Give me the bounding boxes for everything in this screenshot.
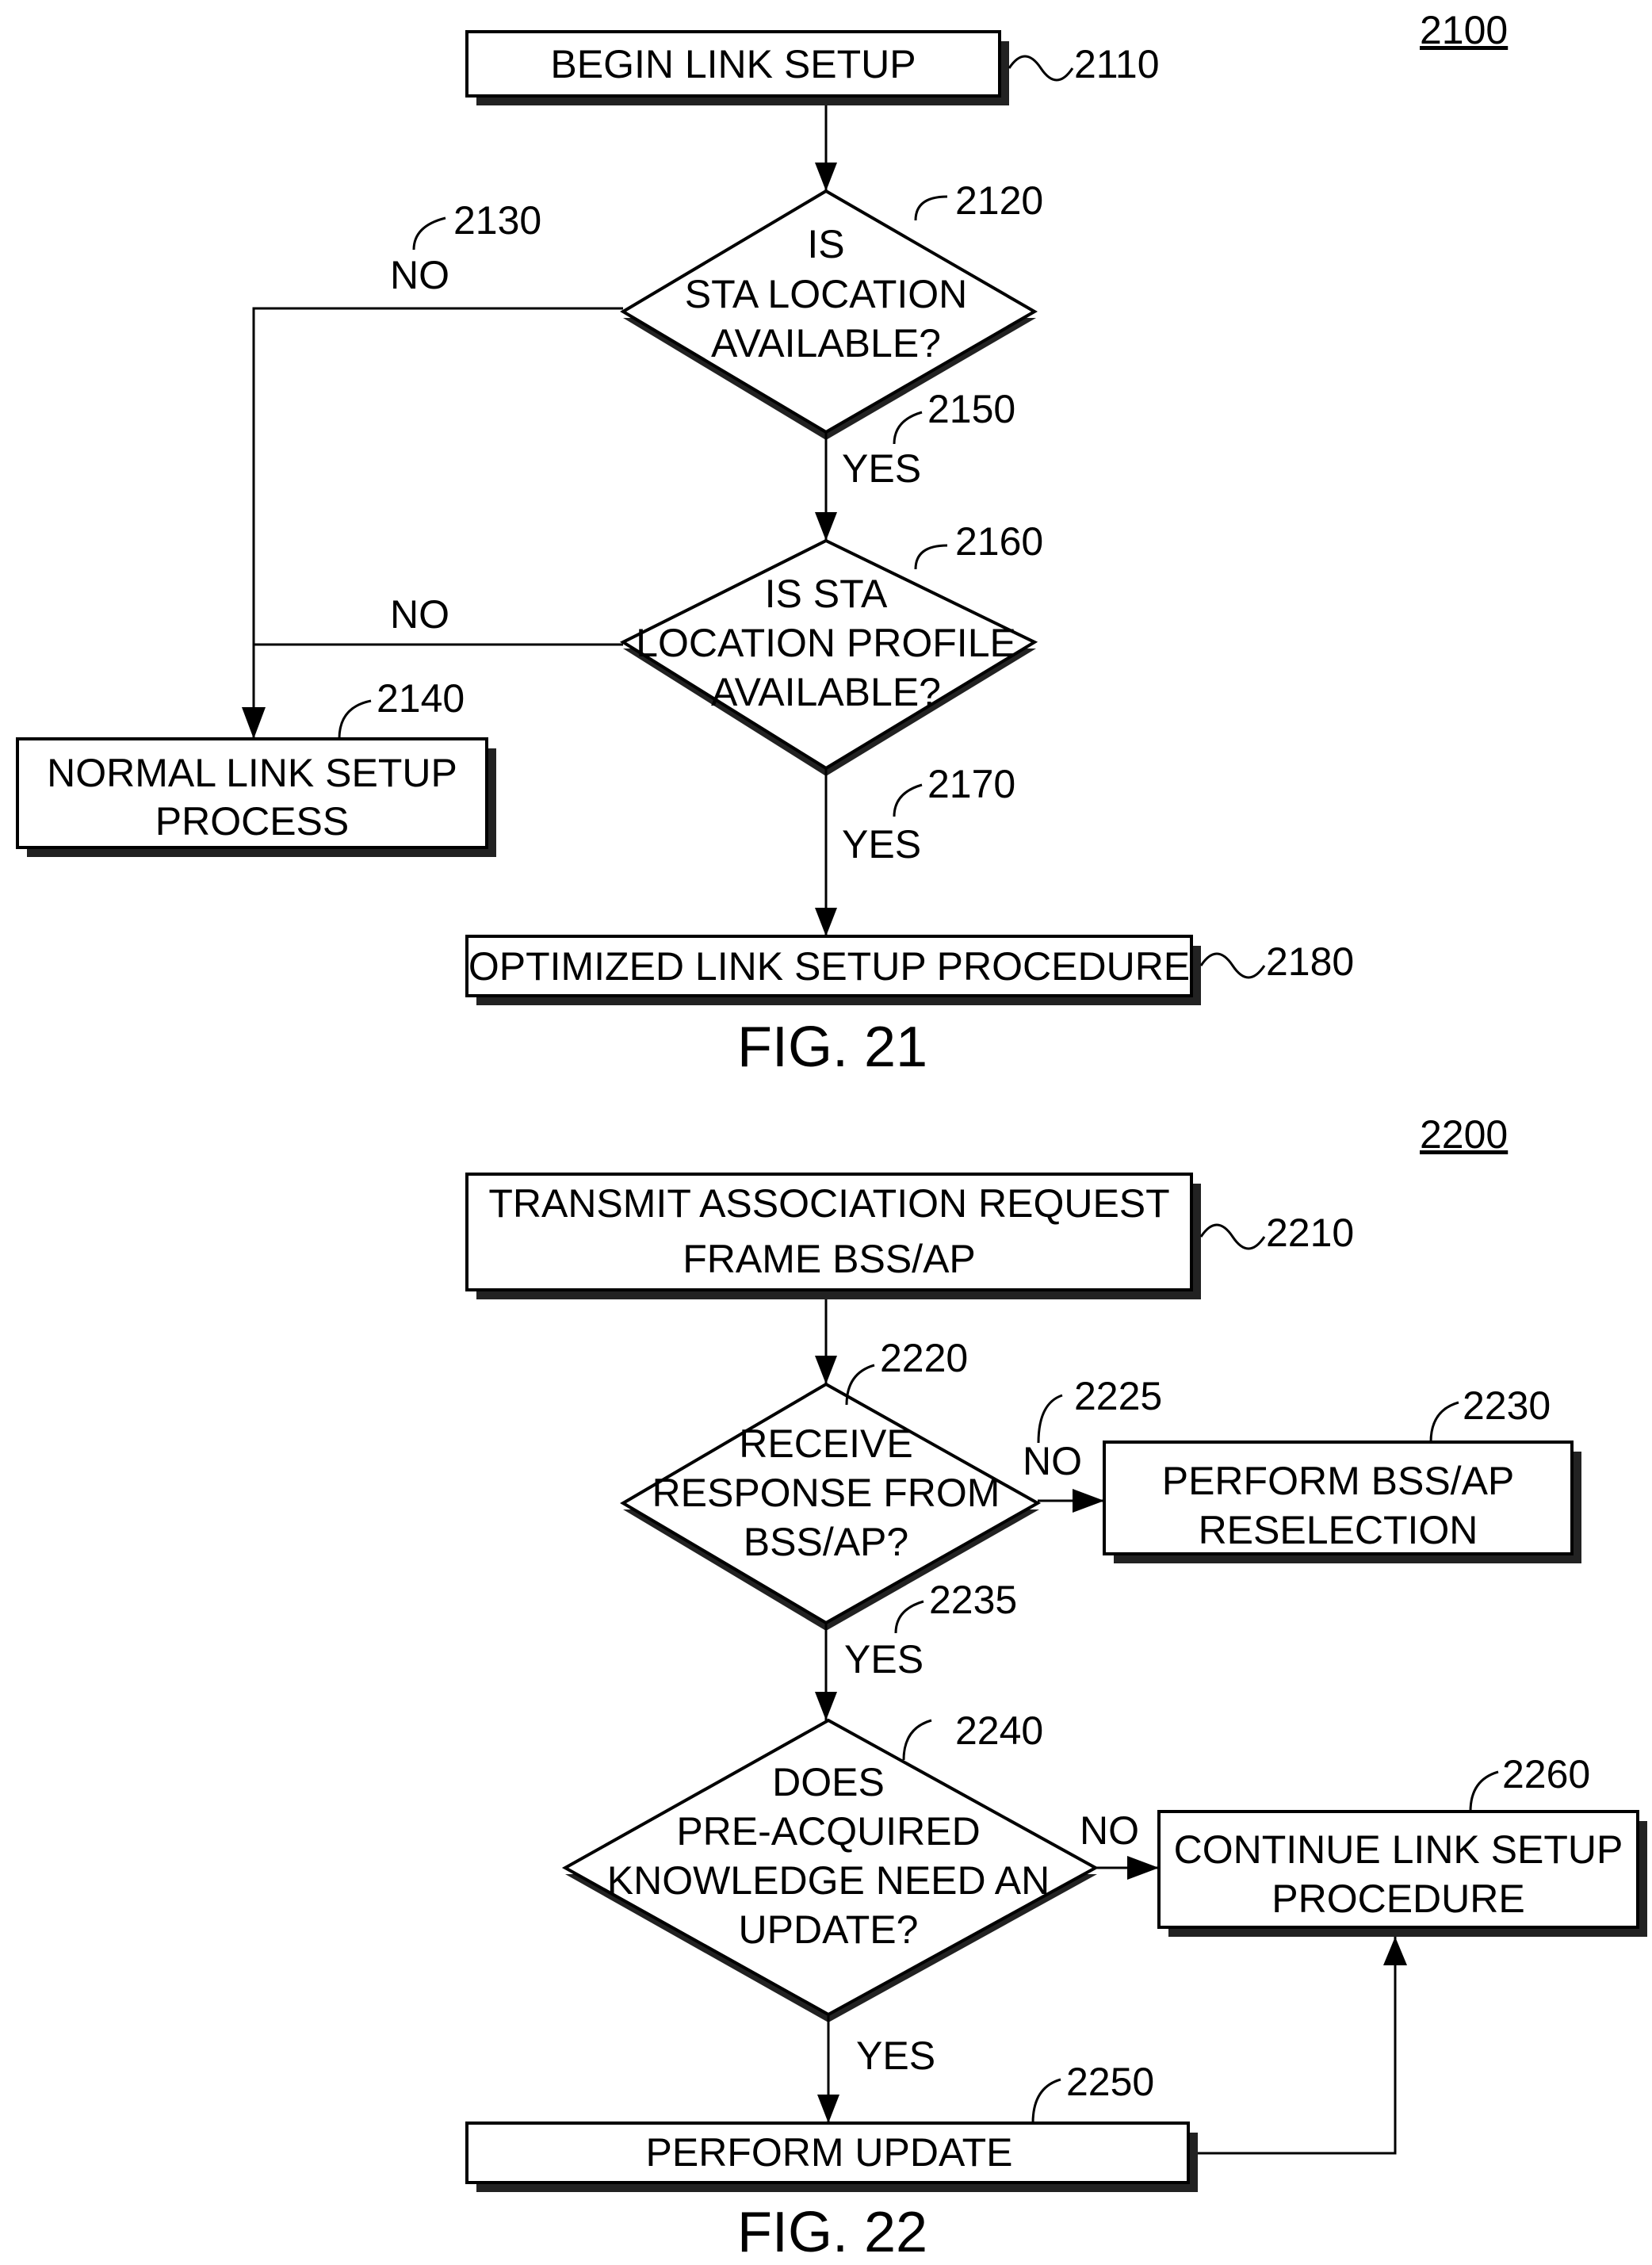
node-label-line: IS — [807, 222, 844, 266]
edge-label-no: NO — [1023, 1439, 1082, 1483]
node-perform-update: PERFORM UPDATE 2250 — [467, 2060, 1198, 2192]
node-label-line: BSS/AP? — [744, 1520, 908, 1564]
figure-ref-2100: 2100 — [1420, 8, 1508, 52]
leader-curve — [916, 197, 947, 220]
node-label-line: DOES — [772, 1760, 885, 1804]
arrowhead — [815, 908, 837, 936]
edge-d1-no — [254, 308, 623, 739]
leader-curve — [916, 545, 947, 569]
leader-curve — [896, 1601, 924, 1633]
arrowhead — [1383, 1937, 1407, 1965]
node-perform-bss-ap-reselection: PERFORM BSS/AP RESELECTION 2230 — [1104, 1383, 1581, 1563]
ref-2130: 2130 — [453, 198, 541, 243]
leader-curve — [1431, 1402, 1459, 1442]
leader-curve — [1470, 1772, 1498, 1812]
node-label-line: PROCESS — [155, 799, 350, 844]
node-label-line: PROCEDURE — [1272, 1877, 1524, 1921]
figure-21: 2100 BEGIN LINK SETUP 2110 IS STA LOCATI… — [17, 8, 1508, 1079]
leader-curve — [414, 218, 446, 250]
arrowhead — [815, 1356, 837, 1384]
node-label-line: LOCATION PROFILE — [636, 621, 1016, 665]
arrowhead — [817, 2095, 839, 2123]
node-label-line: NORMAL LINK SETUP — [47, 751, 457, 795]
arrowhead — [815, 512, 837, 541]
node-normal-link-setup-process: NORMAL LINK SETUP PROCESS 2140 — [17, 676, 496, 857]
arrowhead — [1073, 1489, 1104, 1513]
edge-label-no: NO — [390, 592, 449, 637]
node-label: PERFORM UPDATE — [646, 2130, 1013, 2175]
figure-ref-2200: 2200 — [1420, 1112, 1508, 1157]
node-label-line: FRAME BSS/AP — [683, 1237, 976, 1281]
node-label-line: TRANSMIT ASSOCIATION REQUEST — [488, 1181, 1169, 1226]
node-begin-link-setup: BEGIN LINK SETUP 2110 — [467, 32, 1160, 105]
node-label-line: AVAILABLE? — [711, 321, 941, 365]
ref-2250: 2250 — [1066, 2060, 1154, 2104]
ref-2235: 2235 — [929, 1578, 1017, 1622]
arrowhead — [815, 163, 837, 191]
edge-update-to-continue — [1198, 1937, 1395, 2153]
node-label-line: CONTINUE LINK SETUP — [1174, 1827, 1623, 1872]
node-knowledge-update-needed: DOES PRE-ACQUIRED KNOWLEDGE NEED AN UPDA… — [565, 1708, 1097, 2022]
ref-2140: 2140 — [377, 676, 465, 721]
ref-2170: 2170 — [927, 762, 1015, 806]
node-label-line: STA LOCATION — [685, 272, 968, 316]
leader-curve — [904, 1720, 931, 1760]
node-sta-location-profile-available: IS STA LOCATION PROFILE AVAILABLE? 2160 — [623, 519, 1043, 776]
leader-squiggle — [1009, 56, 1073, 80]
node-transmit-association-request: TRANSMIT ASSOCIATION REQUEST FRAME BSS/A… — [467, 1174, 1354, 1299]
node-label-line: UPDATE? — [739, 1907, 919, 1952]
node-label-line: KNOWLEDGE NEED AN — [607, 1858, 1050, 1903]
node-label: OPTIMIZED LINK SETUP PROCEDURE — [468, 944, 1190, 989]
ref-2160: 2160 — [955, 519, 1043, 564]
edge-label-no: NO — [1080, 1808, 1139, 1853]
node-label-line: RESPONSE FROM — [652, 1471, 1000, 1515]
figure-caption: FIG. 21 — [737, 1016, 927, 1079]
leader-squiggle — [1201, 954, 1264, 978]
leader-curve — [894, 412, 922, 444]
node-label-line: RESELECTION — [1199, 1508, 1478, 1552]
figure-caption: FIG. 22 — [737, 2201, 927, 2264]
leader-squiggle — [1201, 1225, 1264, 1249]
node-continue-link-setup-procedure: CONTINUE LINK SETUP PROCEDURE 2260 — [1159, 1752, 1647, 1937]
node-label-line: PERFORM BSS/AP — [1162, 1459, 1515, 1503]
ref-2120: 2120 — [955, 178, 1043, 223]
ref-2240: 2240 — [955, 1708, 1043, 1753]
leader-curve — [339, 701, 371, 739]
edge-label-yes: YES — [842, 446, 921, 491]
ref-2150: 2150 — [927, 387, 1015, 431]
ref-2230: 2230 — [1463, 1383, 1551, 1428]
ref-2225: 2225 — [1074, 1374, 1162, 1418]
node-label-line: PRE-ACQUIRED — [676, 1809, 980, 1854]
figure-22: 2200 TRANSMIT ASSOCIATION REQUEST FRAME … — [467, 1112, 1647, 2264]
arrowhead — [242, 707, 266, 739]
edge-label-no: NO — [390, 253, 449, 297]
ref-2210: 2210 — [1266, 1211, 1354, 1255]
arrowhead — [815, 1692, 837, 1720]
ref-2180: 2180 — [1266, 939, 1354, 984]
node-label-line: AVAILABLE? — [711, 670, 941, 714]
node-label-line: IS STA — [765, 572, 888, 616]
leader-curve — [1038, 1395, 1062, 1443]
ref-2220: 2220 — [880, 1336, 968, 1380]
node-label-line: RECEIVE — [739, 1421, 913, 1466]
ref-2110: 2110 — [1074, 42, 1160, 86]
ref-2260: 2260 — [1502, 1752, 1590, 1796]
node-optimized-link-setup-procedure: OPTIMIZED LINK SETUP PROCEDURE 2180 — [467, 936, 1354, 1005]
node-label: BEGIN LINK SETUP — [550, 42, 916, 86]
edge-label-yes: YES — [842, 822, 921, 867]
edge-label-yes: YES — [844, 1637, 924, 1682]
edge-label-yes: YES — [856, 2034, 935, 2078]
leader-curve — [894, 785, 922, 817]
leader-curve — [1033, 2079, 1061, 2123]
arrowhead — [1127, 1856, 1159, 1880]
